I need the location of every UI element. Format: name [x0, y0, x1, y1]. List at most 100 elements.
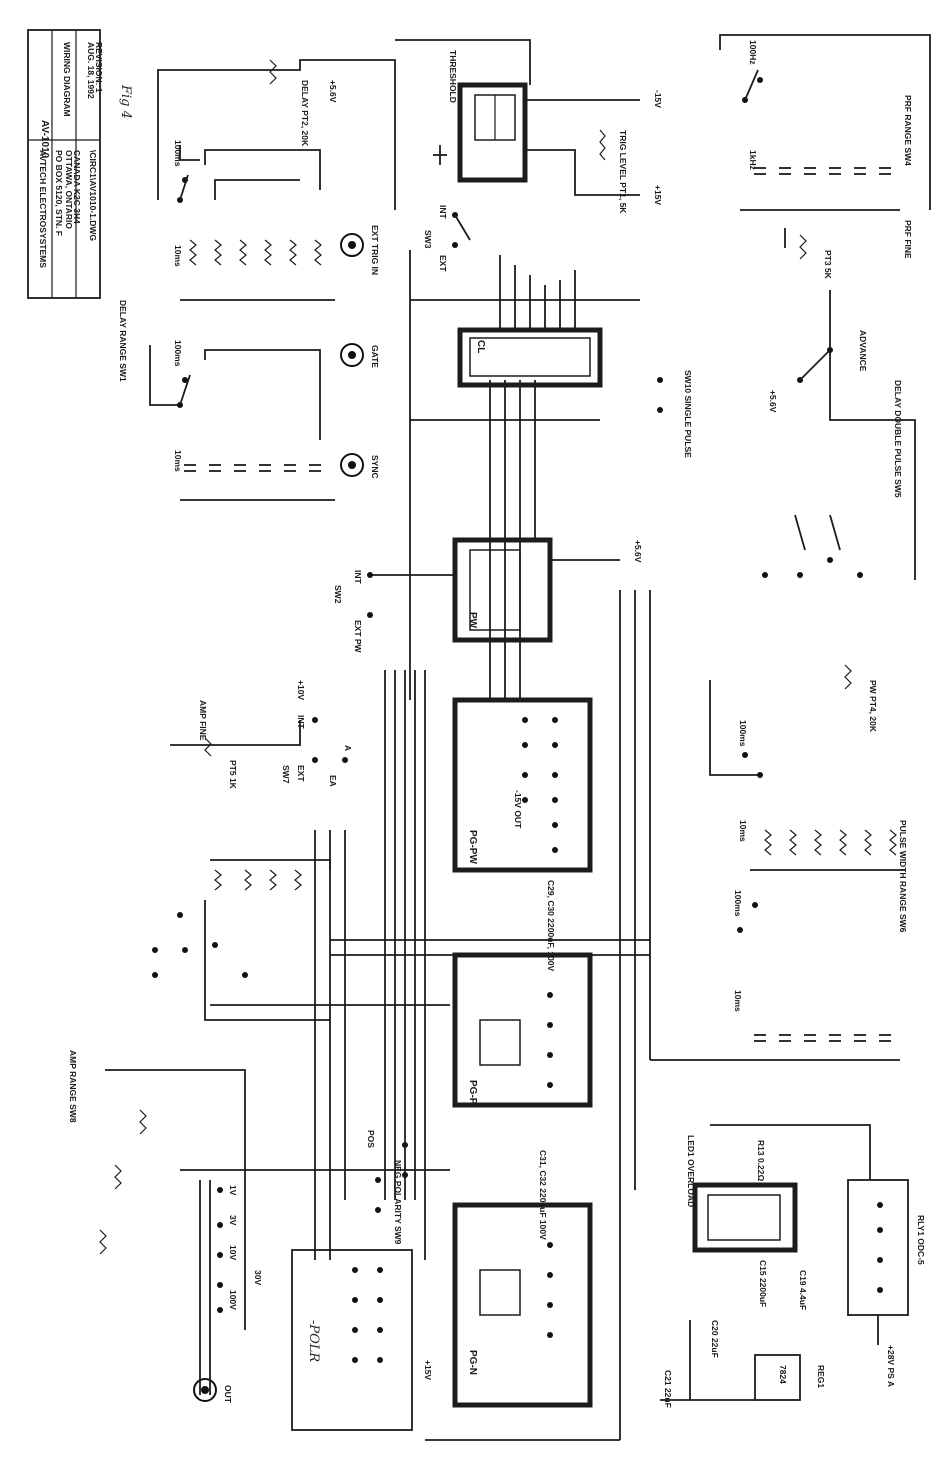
bnc-ext-trig[interactable]: EXT TRIG IN [340, 225, 380, 275]
pw-100ms: 100ms [738, 720, 748, 747]
plus5-label-3: +5.6V [633, 540, 643, 563]
range-100ms-1: 100ms [173, 140, 183, 167]
sw2-ext-pw: EXT PW [353, 620, 363, 654]
a-label: A [343, 745, 353, 751]
sw7-label: SW7 [281, 765, 291, 784]
delay-section: DELAY PT2, 20K +5.6V 100ms 10ms DELAY RA… [118, 59, 396, 501]
out-label: OUT [223, 1385, 233, 1404]
amp-range-upper-deck [152, 859, 331, 1021]
prf-100hz: 100Hz [748, 40, 758, 65]
range-1v: 1V [228, 1185, 238, 1196]
pg-p-module: PG-P C31, C32 2200uF 100V [452, 952, 593, 1240]
pg-p-label: PG-P [467, 1080, 478, 1105]
sw3-int: INT [438, 205, 448, 220]
interconnect-bus [180, 380, 651, 1441]
prf-1khz: 1kHz [748, 150, 758, 170]
c31-label: C31, C32 2200uF 100V [538, 1150, 548, 1240]
single-pulse-label: SW10 SINGLE PULSE [683, 370, 693, 458]
minus15-out-label: -15V OUT [513, 790, 523, 829]
c15-label: C15 2200uF [758, 1260, 768, 1307]
threshold-module: THRESHOLD -15V +15V TRIG LEVEL PT1, 5K [395, 39, 663, 214]
relay-label: RLY1 ODC-5 [916, 1215, 926, 1265]
pw-100ms-2: 100ms [733, 890, 743, 917]
title-block: AV-1010 WIRING DIAGRAM AUG. 18, 1992 REV… [27, 29, 133, 299]
amp-fine-label: AMP FINE [198, 700, 208, 741]
polarity-switch[interactable]: POS NEG POLARITY SW9 [366, 1130, 408, 1245]
prf-capacitor-ladder [740, 167, 900, 211]
range-10v: 10V [228, 1245, 238, 1260]
pw-capacitor-ladder [650, 1034, 900, 1061]
c29-label: C29, C30 2200uF, 100V [546, 880, 556, 972]
pg-n-label: PG-N [467, 1350, 478, 1375]
amp-fine-section: AMP FINE PT5 1K +10V INT EXT SW7 EA A [170, 680, 353, 790]
trig-level-label: TRIG LEVEL PT1, 5K [618, 130, 628, 214]
prf-range-section: 100Hz 1kHz PRF RANGE SW4 PRF FINE PT3 5K [719, 34, 931, 280]
prf-pot-label: PT3 5K [823, 250, 833, 280]
sw7-int: INT [296, 715, 306, 730]
advance-label: ADVANCE [858, 330, 868, 372]
delay-range-label: DELAY RANGE SW1 [118, 300, 128, 382]
title-address1: PO BOX 5120, STN. F [54, 150, 64, 236]
neg-polarity-label: NEG POLARITY SW9 [393, 1160, 403, 1245]
pos-label: POS [366, 1130, 376, 1148]
sw2-int: INT [353, 570, 363, 585]
range-3v: 3V [228, 1215, 238, 1226]
plus5-label-2: +5.6V [768, 390, 778, 413]
prf-range-label: PRF RANGE SW4 [903, 95, 913, 166]
delay-capacitor-ladder [180, 464, 335, 501]
reg-label: REG1 [816, 1365, 826, 1388]
title-company: AVTECH ELECTROSYSTEMS [38, 150, 48, 268]
gate-label: GATE [370, 345, 380, 368]
plus5-label-1: +5.6V [328, 80, 338, 103]
double-pulse-section: ADVANCE DELAY DOUBLE PULSE SW5 +5.6V [762, 290, 916, 580]
pg-pw-label: PG-PW [467, 830, 478, 864]
figure-label: Fig 4 [118, 84, 133, 119]
c21-label: C21 22uF [663, 1370, 673, 1408]
pw-resistor-ladder [750, 829, 905, 871]
pg-pw-module: PG-PW -15V OUT C29, C30 2200uF, 100V [452, 697, 593, 972]
cl-module: CL SW10 SINGLE PULSE [409, 250, 693, 458]
bnc-sync[interactable]: SYNC [340, 453, 380, 479]
ext-trig-label: EXT TRIG IN [370, 225, 380, 275]
sw3-int-ext[interactable]: INT EXT SW3 [423, 205, 471, 272]
minus15-label: -15V [653, 90, 663, 108]
amp-range-section: AMP RANGE SW8 1V 3V 10V 30V 100V [68, 1050, 263, 1395]
range-100ms-2: 100ms [173, 340, 183, 367]
power-section: LED1 OVERLOAD R13 0.22Ω C15 2200uF C19 4… [660, 1124, 926, 1408]
sw3-label: SW3 [423, 230, 433, 249]
neg-pol-label: -POLR [306, 1320, 321, 1362]
sw3-ext: EXT [438, 255, 448, 272]
c19-label: C19 4.4uF [798, 1270, 808, 1310]
pw-range-label: PULSE WIDTH RANGE SW6 [898, 820, 908, 933]
delay-pot-label: DELAY PT2, 20K [300, 80, 310, 147]
range-30v: 30V [253, 1270, 263, 1285]
r13-label: R13 0.22Ω [756, 1140, 766, 1181]
plus10-label: +10V [296, 680, 306, 700]
sync-label: SYNC [370, 455, 380, 479]
title-address2: OTTAWA, ONTARIO [64, 150, 74, 229]
sw2-label: SW2 [333, 585, 343, 604]
pw-10ms-2: 10ms [733, 990, 743, 1012]
range-10ms-2: 10ms [173, 450, 183, 472]
pg-n-module: PG-N [452, 1202, 593, 1408]
bnc-gate[interactable]: GATE [340, 343, 380, 368]
ea-label: EA [328, 775, 338, 787]
amp-pt-label: PT5 1K [228, 760, 238, 790]
sw7-ext: EXT [296, 765, 306, 782]
title-date: AUG. 18, 1992 [86, 42, 96, 99]
title-file: \CIRC1\AV1010-1.DWG [88, 150, 98, 241]
delay-resistor-ladder [180, 239, 335, 301]
led-label: LED1 OVERLOAD [686, 1135, 696, 1207]
threshold-label: THRESHOLD [448, 50, 458, 103]
double-pulse-label: DELAY DOUBLE PULSE SW5 [893, 380, 903, 498]
pw-label: PW [467, 612, 478, 629]
neg-polarity-box: -POLR +15V [291, 1249, 433, 1431]
reg-part-label: 7824 [778, 1365, 788, 1384]
range-10ms-1: 10ms [173, 245, 183, 267]
ps-a-label: +28V PS A [886, 1345, 896, 1387]
pw-pot-label: PW PT4, 20K [868, 680, 878, 733]
cl-label: CL [475, 340, 486, 353]
c20-label: C20 22uF [710, 1320, 720, 1358]
pw-range-section: PW PT4, 20K 100ms 10ms PULSE WIDTH RANGE… [650, 664, 908, 1061]
